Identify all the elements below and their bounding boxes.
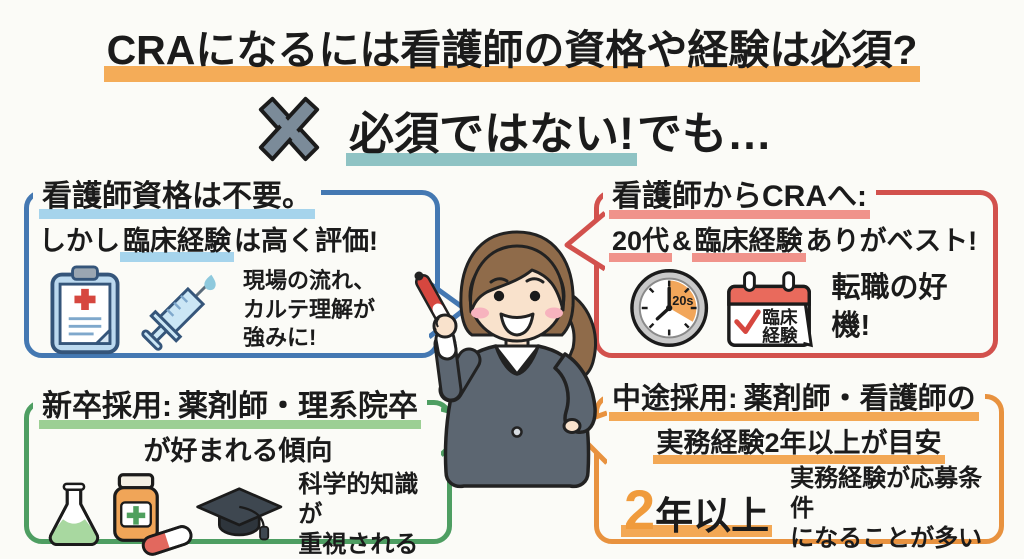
calendar-label-line2: 経験 bbox=[763, 324, 799, 345]
calendar-label-line1: 臨床 bbox=[763, 307, 799, 328]
droplet-icon bbox=[204, 274, 216, 291]
pill-bottle-icon bbox=[113, 473, 159, 542]
page-title: CRAになるには看護師の資格や経験は必須? bbox=[0, 16, 1024, 82]
clock-label: 20s bbox=[672, 293, 693, 308]
bubble-note: 実務経験が応募条件 になることが多い bbox=[790, 465, 983, 552]
bubble-subheading: しかし臨床経験は高く評価! bbox=[39, 219, 435, 262]
cross-icon bbox=[258, 96, 320, 162]
answer-text: 必須ではない!でも… bbox=[345, 97, 772, 166]
bubble-note: 科学的知識が 重視される bbox=[298, 471, 419, 558]
flask-icon bbox=[48, 482, 100, 546]
bubble-mid-career: 中途採用:薬剤師・看護師の 実務経験2年以上が目安 2年以上 実務経験が応募条件… bbox=[567, 383, 1004, 552]
bubble-subheading: 実務経験2年以上が目安 bbox=[599, 421, 999, 464]
bubble-nurse-license: 看護師資格は不要。 しかし臨床経験は高く評価! bbox=[24, 180, 468, 358]
bubble-subheading: が好まれる傾向 bbox=[143, 436, 333, 466]
bubble-note: 現場の流れ、 カルテ理解が 強みに! bbox=[243, 268, 376, 351]
clipboard-icon bbox=[50, 265, 120, 355]
bubble-heading: 新卒採用:薬剤師・理系院卒 bbox=[33, 381, 447, 429]
bubble-nurse-to-cra: 看護師からCRAへ: 20代&臨床経験ありがベスト! 20s bbox=[564, 180, 998, 358]
answer-line: 必須ではない!でも… bbox=[0, 94, 1024, 166]
stopwatch-icon: 20s bbox=[630, 269, 709, 347]
years-required: 2年以上 bbox=[621, 477, 773, 542]
calendar-icon: 臨床 経験 bbox=[727, 271, 814, 348]
syringe-icon bbox=[141, 274, 216, 351]
bubble-heading: 中途採用:薬剤師・看護師の bbox=[603, 375, 999, 421]
presenter-illustration bbox=[414, 230, 597, 489]
medicine-icons bbox=[107, 472, 193, 558]
bubble-note: 転職の好機! bbox=[831, 272, 948, 342]
capsule-icon bbox=[141, 525, 193, 556]
graduation-cap-icon bbox=[196, 487, 283, 541]
bubble-new-grad: 新卒採用:薬剤師・理系院卒 が好まれる傾向 bbox=[24, 390, 482, 558]
bubble-subheading: 20代&臨床経験ありがベスト! bbox=[609, 219, 993, 262]
title-highlight: CRAになるには看護師の資格や経験は必須? bbox=[103, 27, 921, 82]
bubble-heading: 看護師資格は不要。 bbox=[33, 171, 435, 219]
bubble-tail bbox=[564, 211, 605, 272]
bubble-heading: 看護師からCRAへ: bbox=[603, 171, 993, 219]
